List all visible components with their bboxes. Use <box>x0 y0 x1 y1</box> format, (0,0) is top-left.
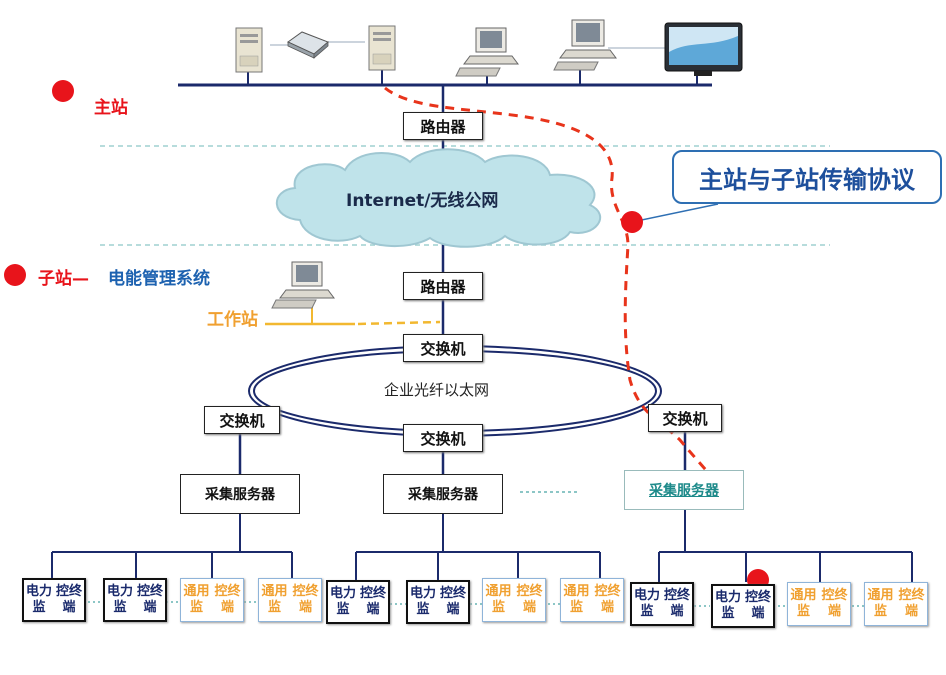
substation-dot <box>4 264 26 286</box>
ring-label: 企业光纤以太网 <box>384 381 490 399</box>
generic-monitoring-terminal: 通用监控终端 <box>864 582 928 626</box>
master-station-label: 主站 <box>94 98 128 118</box>
server-tower-icon <box>368 25 396 71</box>
desktop-computer-icon <box>455 27 519 77</box>
workstation-label: 工作站 <box>207 310 258 330</box>
energy-management-system-label: 电能管理系统 <box>108 269 210 289</box>
desktop-computer-icon <box>553 19 617 71</box>
switch-bottom: 交换机 <box>403 424 483 452</box>
modem-icon <box>287 31 329 59</box>
power-monitoring-terminal: 电力监控终端 <box>406 580 470 624</box>
power-monitoring-terminal: 电力监控终端 <box>326 580 390 624</box>
power-monitoring-terminal: 电力监控终端 <box>103 578 167 622</box>
protocol-callout: 主站与子站传输协议 <box>672 150 942 204</box>
power-monitoring-terminal: 电力监控终端 <box>22 578 86 622</box>
generic-monitoring-terminal: 通用监控终端 <box>258 578 322 622</box>
substation-label: 子站— <box>38 269 89 289</box>
protocol-dot-upper <box>621 211 643 233</box>
power-monitoring-terminal: 电力监控终端 <box>630 582 694 626</box>
server-tower-icon <box>235 27 263 73</box>
switch-left: 交换机 <box>204 406 280 434</box>
switch-right: 交换机 <box>648 404 722 432</box>
collection-server-right: 采集服务器 <box>624 470 744 510</box>
generic-monitoring-terminal: 通用监控终端 <box>180 578 244 622</box>
collection-server-middle: 采集服务器 <box>383 474 503 514</box>
router-lower: 路由器 <box>403 272 483 300</box>
callout-pointer <box>631 203 719 223</box>
generic-monitoring-terminal: 通用监控终端 <box>787 582 851 626</box>
router-upper: 路由器 <box>403 112 483 140</box>
switch-top: 交换机 <box>403 334 483 362</box>
generic-monitoring-terminal: 通用监控终端 <box>560 578 624 622</box>
collection-server-left: 采集服务器 <box>180 474 300 514</box>
cloud-label: Internet/无线公网 <box>346 191 499 211</box>
cloud-icon <box>275 148 602 248</box>
generic-monitoring-terminal: 通用监控终端 <box>482 578 546 622</box>
power-monitoring-terminal: 电力监控终端 <box>711 584 775 628</box>
monitor-icon <box>664 22 743 76</box>
master-station-dot <box>52 80 74 102</box>
desktop-computer-icon <box>271 261 335 309</box>
